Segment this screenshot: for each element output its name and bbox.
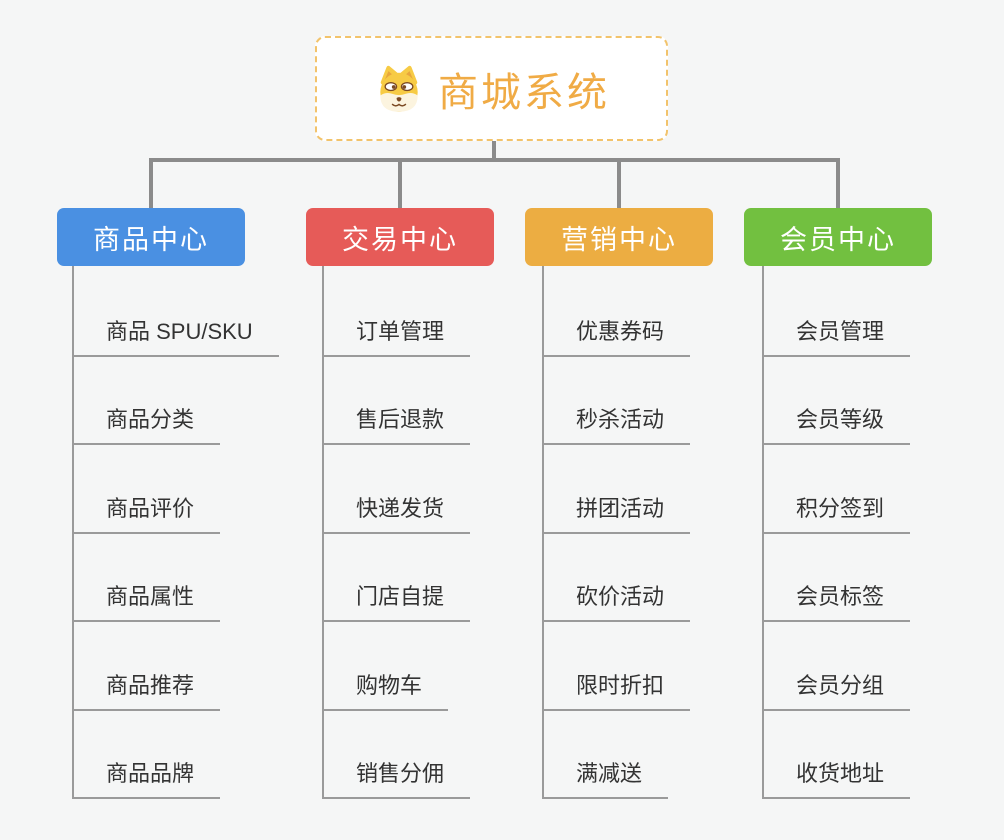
leaf-node[interactable]: 商品属性 (72, 583, 221, 622)
leaf-node[interactable]: 满减送 (542, 760, 669, 799)
leaf-node[interactable]: 门店自提 (322, 583, 471, 622)
leaf-node[interactable]: 商品分类 (72, 406, 221, 445)
connector-horizontal-bar (149, 158, 840, 162)
connector-drop-member (836, 158, 840, 208)
connector-drop-product (149, 158, 153, 208)
leaf-node[interactable]: 拼团活动 (542, 495, 691, 534)
leaf-node[interactable]: 快递发货 (322, 495, 471, 534)
leaf-node[interactable]: 会员分组 (762, 672, 911, 711)
connector-drop-trade (398, 158, 402, 208)
root-title: 商城系统 (438, 70, 610, 115)
leaf-node[interactable]: 优惠券码 (542, 318, 691, 357)
leaf-node[interactable]: 收货地址 (762, 760, 911, 799)
dog-face-icon (380, 65, 418, 112)
root-node-mall-system[interactable]: 商城系统 (315, 36, 668, 141)
connector-drop-marketing (617, 158, 621, 208)
leaf-node[interactable]: 购物车 (322, 672, 449, 711)
leaf-node[interactable]: 商品品牌 (72, 760, 221, 799)
leaf-node[interactable]: 限时折扣 (542, 672, 691, 711)
branch-node-trade-center[interactable]: 交易中心 (306, 208, 494, 266)
branch-node-product-center[interactable]: 商品中心 (57, 208, 245, 266)
leaf-node[interactable]: 砍价活动 (542, 583, 691, 622)
leaf-node[interactable]: 销售分佣 (322, 760, 471, 799)
leaf-node[interactable]: 商品 SPU/SKU (72, 318, 279, 357)
branch-node-marketing-center[interactable]: 营销中心 (525, 208, 713, 266)
branch-node-member-center[interactable]: 会员中心 (744, 208, 932, 266)
leaf-node[interactable]: 商品评价 (72, 495, 221, 534)
leaf-node[interactable]: 秒杀活动 (542, 406, 691, 445)
leaf-node[interactable]: 会员管理 (762, 318, 911, 357)
leaf-node[interactable]: 积分签到 (762, 495, 911, 534)
leaf-node[interactable]: 商品推荐 (72, 672, 221, 711)
leaf-node[interactable]: 会员等级 (762, 406, 911, 445)
leaf-node[interactable]: 订单管理 (322, 318, 471, 357)
leaf-node[interactable]: 会员标签 (762, 583, 911, 622)
connector-root-stem (492, 141, 496, 159)
leaf-node[interactable]: 售后退款 (322, 406, 471, 445)
